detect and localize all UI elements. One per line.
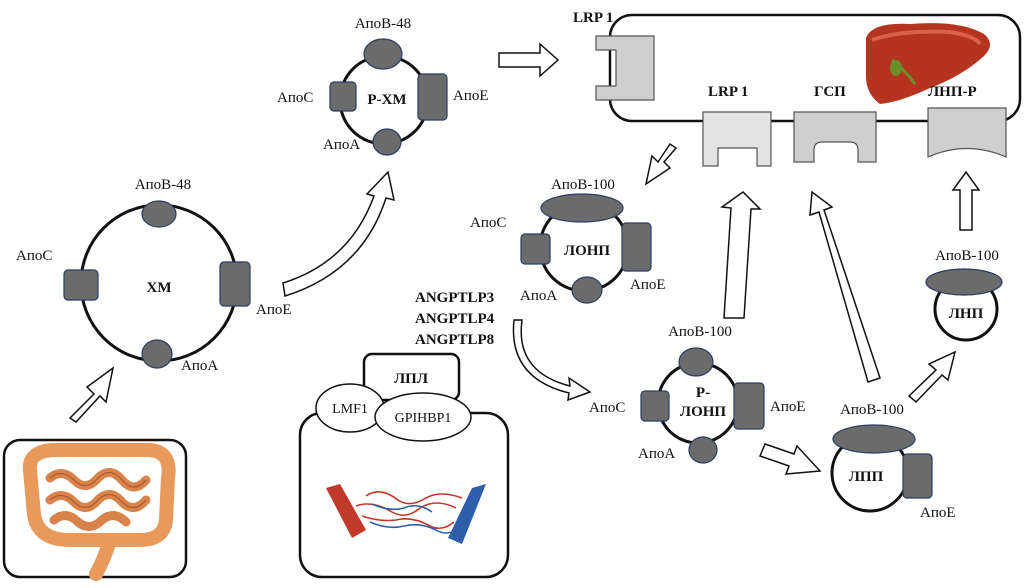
lonp-apo-e-protein (621, 222, 652, 272)
liver-icon (866, 23, 990, 104)
rlonp-apoc-label: АпоС (589, 400, 625, 416)
angptlp-group: ANGPTLP3 ANGPTLP4 ANGPTLP8 (415, 290, 495, 348)
lnp-apo-b100-protein (925, 268, 1003, 296)
rxm-apoa-label: АпоА (323, 137, 360, 153)
chylomicron-xm: ХМ АпоВ-48 АпоС АпоЕ АпоА (16, 177, 292, 374)
rxm-apoc-label: АпоС (277, 90, 313, 106)
remnant-chylomicron-rxm: Р-ХМ АпоВ-48 АпоС АпоЕ АпоА (277, 16, 489, 156)
rlonp-apob100-label: АпоВ-100 (668, 324, 732, 340)
intestine-panel (2, 438, 188, 581)
rlonp-label-line2: ЛОНП (680, 404, 727, 420)
lonp-apo-a-protein (571, 276, 603, 304)
xm-apob48-label: АпоВ-48 (135, 177, 191, 193)
lnp-label: ЛНП (949, 306, 984, 322)
lonp-apoe-label: АпоЕ (630, 277, 666, 293)
intestine-icon (22, 443, 176, 581)
lnpr-label: ЛНП-Р (928, 84, 977, 100)
gsp-receptor (793, 111, 877, 163)
ldl-lnp: ЛНП АпоВ-100 (925, 248, 1003, 342)
rxm-apo-b48-protein (363, 38, 403, 70)
arrow-lnp-to-lnpr (951, 170, 981, 231)
lmf1-label: LMF1 (332, 402, 368, 417)
idl-lpp: ЛПП АпоВ-100 АпоЕ (830, 402, 956, 521)
gpihbp1-ellipse (374, 392, 472, 442)
lpp-apoe-label: АпоЕ (920, 505, 956, 521)
xm-apoe-label: АпоЕ (256, 302, 292, 318)
arrow-xm-to-rxm (282, 170, 395, 297)
arrow-rxm-to-lrp1 (498, 42, 560, 78)
lpp-apo-b100-protein (832, 424, 916, 454)
rlonp-apo-c-protein (640, 390, 670, 422)
gsp-label: ГСП (814, 84, 846, 100)
lpp-apob100-label: АпоВ-100 (840, 402, 904, 418)
apo-a-protein (141, 339, 173, 369)
arrow-lonp-to-rlonp (512, 319, 592, 402)
rxm-apo-a-protein (372, 128, 402, 156)
rxm-label: Р-ХМ (367, 92, 406, 108)
xm-apoc-label: АпоС (16, 248, 52, 264)
rlonp-apoa-label: АпоА (638, 446, 675, 462)
lonp-apo-c-protein (520, 233, 551, 265)
arrow-lpp-to-lnp (907, 350, 957, 404)
lonp-apoa-label: АпоА (520, 288, 557, 304)
lonp-apob100-label: АпоВ-100 (551, 177, 615, 193)
lrp1-inner-label: LRP 1 (708, 84, 748, 100)
rxm-apob48-label: АпоВ-48 (355, 16, 411, 32)
lonp-label: ЛОНП (564, 243, 611, 259)
xm-label: ХМ (147, 280, 172, 296)
rlonp-apo-b100-protein (678, 347, 714, 377)
rxm-apoe-label: АпоЕ (453, 88, 489, 104)
lonp-apoc-label: АпоС (470, 215, 506, 231)
liver-panel: LRP 1 LRP 1 ГСП ЛНП-Р (573, 10, 1022, 123)
lpl-complex: ЛПЛ LMF1 GPIHBP1 (298, 352, 510, 579)
blood-vessel-icon (326, 484, 486, 544)
apo-c-protein (63, 269, 99, 301)
lnp-apob100-label: АпоВ-100 (935, 248, 999, 264)
angptlp3-label: ANGPTLP3 (415, 290, 494, 306)
lrp1-outer-label: LRP 1 (573, 10, 613, 26)
rlonp-apoe-label: АпоЕ (770, 399, 806, 415)
rlonp-apo-a-protein (688, 436, 718, 464)
arrow-lrp1-to-lonp (644, 142, 678, 186)
arrow-intestine-to-xm (68, 366, 115, 423)
remnant-vldl-rlonp: Р- ЛОНП АпоВ-100 АпоС АпоЕ АпоА (589, 324, 806, 464)
apo-b48-protein (141, 200, 177, 228)
lrp1-receptor (702, 111, 772, 167)
lonp-apo-b100-protein (540, 193, 624, 223)
apo-e-protein (219, 261, 251, 307)
gpihbp1-label: GPIHBP1 (395, 411, 452, 426)
xm-apoa-label: АпоА (181, 358, 218, 374)
rxm-apo-c-protein (329, 81, 357, 112)
lpl-label: ЛПЛ (394, 371, 428, 387)
vldl-lonp: ЛОНП АпоВ-100 АпоС АпоЕ АпоА (470, 177, 666, 304)
arrow-rlonp-to-lrp1 (719, 191, 762, 319)
arrow-rlonp-to-lpp (759, 443, 822, 475)
rxm-apo-e-protein (417, 73, 448, 121)
lpp-label: ЛПП (849, 469, 884, 485)
angptlp4-label: ANGPTLP4 (415, 311, 495, 327)
rlonp-apo-e-protein (733, 382, 765, 430)
arrow-lpp-to-gsp (809, 190, 881, 383)
angptlp8-label: ANGPTLP8 (415, 332, 494, 348)
lpp-apo-e-protein (902, 453, 933, 499)
rlonp-label-line1: Р- (696, 385, 710, 401)
lrp1-receptor-outer (595, 35, 655, 101)
lnp-receptor (927, 107, 1007, 158)
